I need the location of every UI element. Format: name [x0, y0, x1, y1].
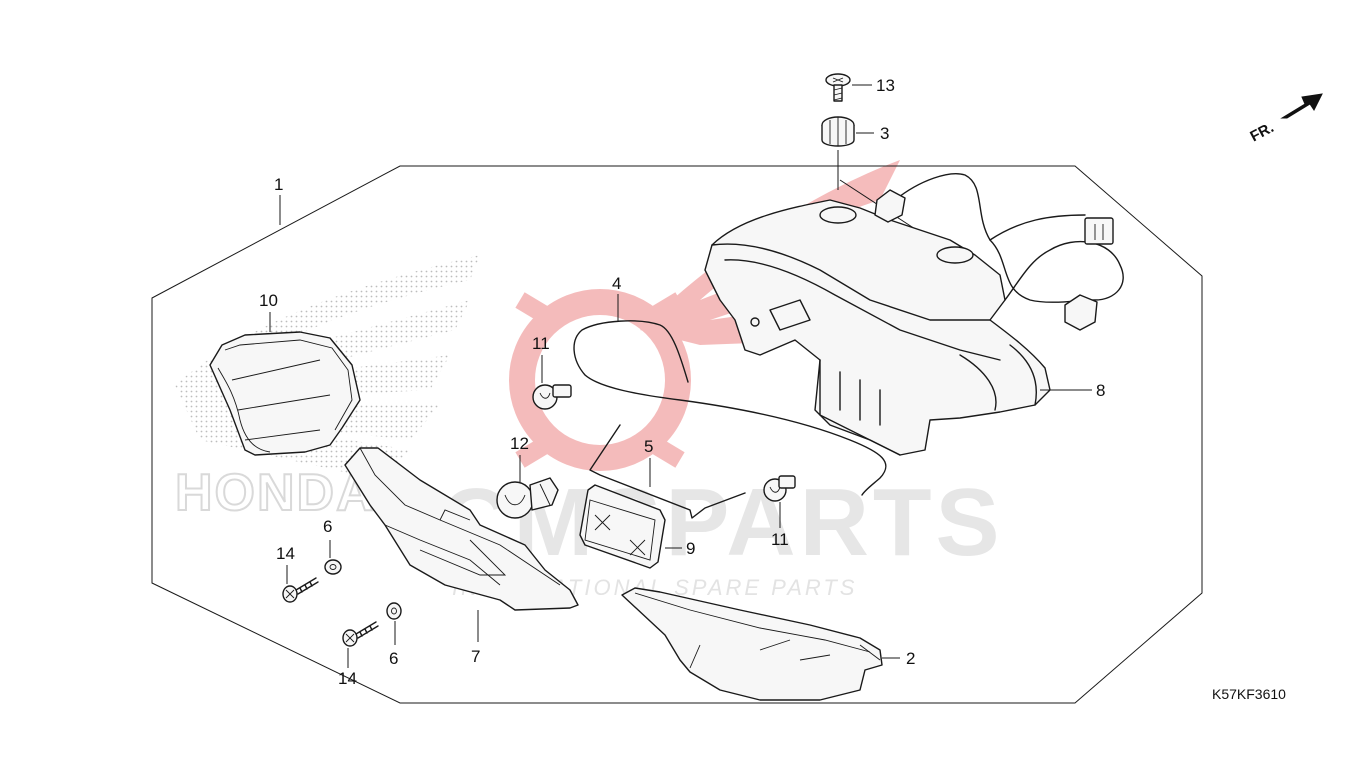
- assembly-border: [151, 165, 1203, 704]
- callout-8: 8: [1096, 381, 1105, 400]
- part-bulb-12: [496, 477, 559, 519]
- front-arrow-icon: [1280, 93, 1323, 119]
- callout-9: 9: [686, 539, 695, 558]
- callout-14-upper: 14: [276, 544, 295, 563]
- part-bulb-11-lower: [763, 475, 796, 502]
- callout-6-upper: 6: [323, 517, 332, 536]
- callout-11-lower: 11: [771, 530, 789, 549]
- part-washer-6-upper: [324, 559, 342, 575]
- callout-7: 7: [471, 647, 480, 666]
- callout-10: 10: [259, 291, 278, 310]
- callout-13: 13: [876, 76, 895, 95]
- front-direction-indicator: FR.: [1247, 93, 1323, 145]
- callout-1: 1: [274, 175, 283, 194]
- callout-5: 5: [644, 437, 653, 456]
- callout-4: 4: [612, 274, 621, 293]
- part-bracket-5: [589, 424, 746, 519]
- callout-6-lower: 6: [389, 649, 398, 668]
- part-reflector-9: [579, 484, 666, 569]
- part-screw-14-upper: [282, 577, 319, 603]
- callout-14-lower: 14: [338, 669, 357, 688]
- part-lens-10: [209, 331, 361, 456]
- callout-2: 2: [906, 649, 915, 668]
- part-screw-14-lower: [342, 621, 379, 647]
- diagram-code: K57KF3610: [1212, 686, 1286, 702]
- watermark-honda-text: HONDA: [175, 464, 376, 522]
- part-washer-6-lower: [386, 602, 402, 620]
- part-outer-cover-2: [621, 587, 883, 701]
- part-side-cover-7: [344, 447, 579, 611]
- part-harness-4: [573, 320, 887, 496]
- front-direction-label: FR.: [1247, 119, 1276, 145]
- part-bulb-11-upper: [532, 384, 572, 410]
- callout-11-upper: 11: [532, 334, 550, 353]
- callout-12: 12: [510, 434, 529, 453]
- part-grommet-3: [821, 116, 855, 147]
- callout-3: 3: [880, 124, 889, 143]
- part-screw-13: [825, 73, 851, 102]
- part-taillight-housing-8: [704, 173, 1124, 456]
